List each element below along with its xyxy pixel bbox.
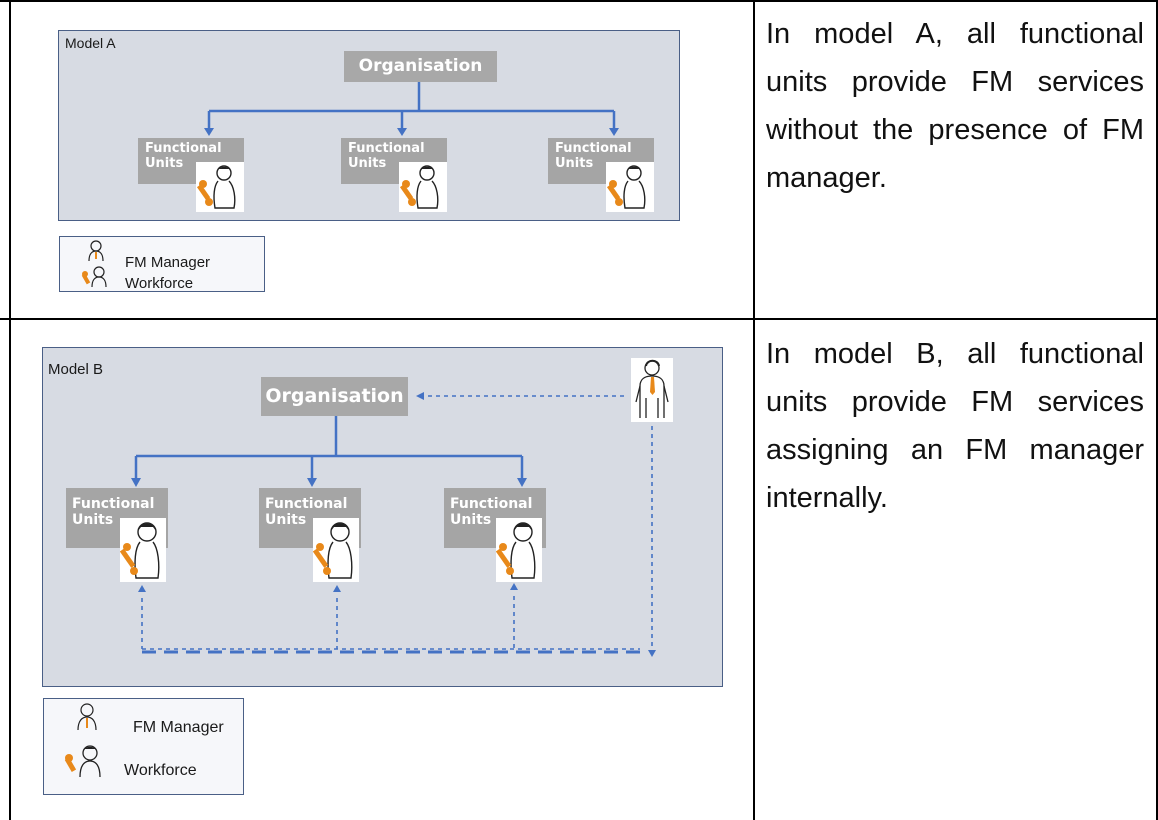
workforce-icon xyxy=(496,518,542,582)
functional-unit-label: Units xyxy=(72,512,114,529)
model-b-label: Model B xyxy=(48,361,104,378)
model-b-description: In model B, all functional units provide… xyxy=(766,338,1144,514)
model-a-description: In model A, all functional units provide… xyxy=(766,18,1144,194)
functional-unit-label: Functional xyxy=(450,496,533,512)
functional-unit-label: Units xyxy=(265,512,307,529)
model-a-functional-unit-3: Functional Units xyxy=(548,138,654,184)
functional-unit-label: Functional xyxy=(265,496,348,512)
workforce-icon xyxy=(120,518,166,582)
fm-manager-icon xyxy=(631,358,673,422)
legend-fm-manager-label: FM Manager xyxy=(133,719,224,736)
table-column-divider xyxy=(753,0,755,820)
table-row-divider xyxy=(0,318,1158,320)
functional-unit-label: Units xyxy=(145,155,184,171)
legend-fm-manager-label: FM Manager xyxy=(125,254,211,271)
legend-workforce-label: Workforce xyxy=(125,275,194,292)
workforce-icon xyxy=(313,518,359,582)
workforce-icon xyxy=(196,162,244,212)
workforce-icon xyxy=(399,162,447,212)
workforce-icon xyxy=(606,162,654,212)
functional-unit-label: Units xyxy=(348,155,387,171)
model-b-organisation-box: Organisation xyxy=(261,377,408,416)
functional-unit-label: Units xyxy=(555,155,594,171)
model-a-organisation-box: Organisation xyxy=(344,51,497,82)
table-border-top xyxy=(0,0,1158,2)
functional-unit-label: Functional xyxy=(555,141,632,156)
model-a-label: Model A xyxy=(65,35,116,51)
functional-unit-label: Units xyxy=(450,512,492,529)
model-b-legend xyxy=(43,698,244,795)
fm-manager-icon xyxy=(77,703,97,731)
functional-unit-label: Functional xyxy=(145,141,222,156)
fm-manager-icon xyxy=(88,240,104,262)
legend-workforce-label: Workforce xyxy=(124,762,197,779)
workforce-icon xyxy=(64,745,101,778)
table-border-left xyxy=(9,0,11,820)
functional-unit-label: Functional xyxy=(72,496,155,512)
model-a-panel xyxy=(58,30,680,221)
workforce-icon xyxy=(81,266,107,288)
table-border-right xyxy=(1156,0,1158,820)
model-a-legend xyxy=(59,236,265,292)
functional-unit-label: Functional xyxy=(348,141,425,156)
